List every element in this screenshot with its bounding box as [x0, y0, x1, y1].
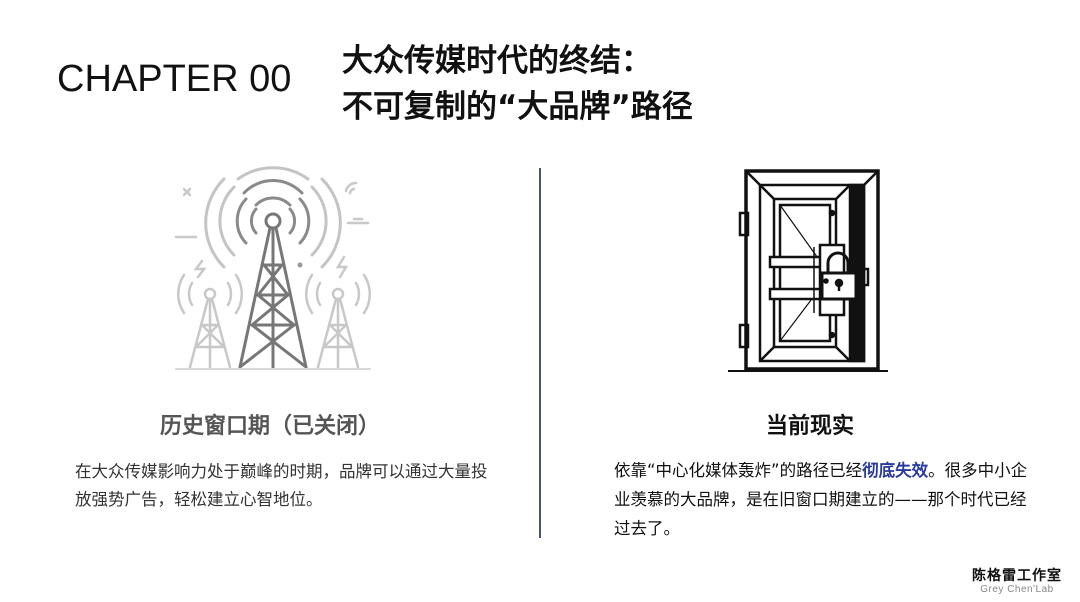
right-panel-heading: 当前现实 [765, 414, 854, 439]
logo-cn: 陈格雷工作室 [972, 568, 1062, 584]
highlight-text: 彻底失效 [862, 461, 929, 480]
panel-divider [539, 168, 541, 538]
page-title: 大众传媒时代的终结： 不可复制的“大品牌”路径 [342, 38, 693, 130]
body-text: 。很多中小企业羡慕的大品牌，是在旧窗口期建立的——那个时代已经过去了。 [614, 461, 1028, 538]
studio-logo: 陈格雷工作室 Grey Chen'Lab [972, 568, 1062, 596]
chapter-label: CHAPTER 00 [57, 58, 292, 100]
logo-en: Grey Chen'Lab [980, 584, 1054, 595]
left-panel-heading: 历史窗口期（已关闭） [159, 414, 380, 439]
body-text: 依靠“中心化媒体轰炸”的路径已经 [614, 461, 863, 480]
locked-door-icon [728, 165, 888, 377]
title-line-1: 大众传媒时代的终结： [342, 43, 652, 79]
left-panel-body: 在大众传媒影响力处于巅峰的时期，品牌可以通过大量投放强势广告，轻松建立心智地位。 [75, 462, 488, 509]
right-panel-body: 依靠“中心化媒体轰炸”的路径已经彻底失效。很多中小企业羡慕的大品牌，是在旧窗口期… [614, 456, 1034, 543]
radio-tower-icon [168, 165, 378, 375]
title-line-2: 不可复制的“大品牌”路径 [342, 89, 693, 125]
